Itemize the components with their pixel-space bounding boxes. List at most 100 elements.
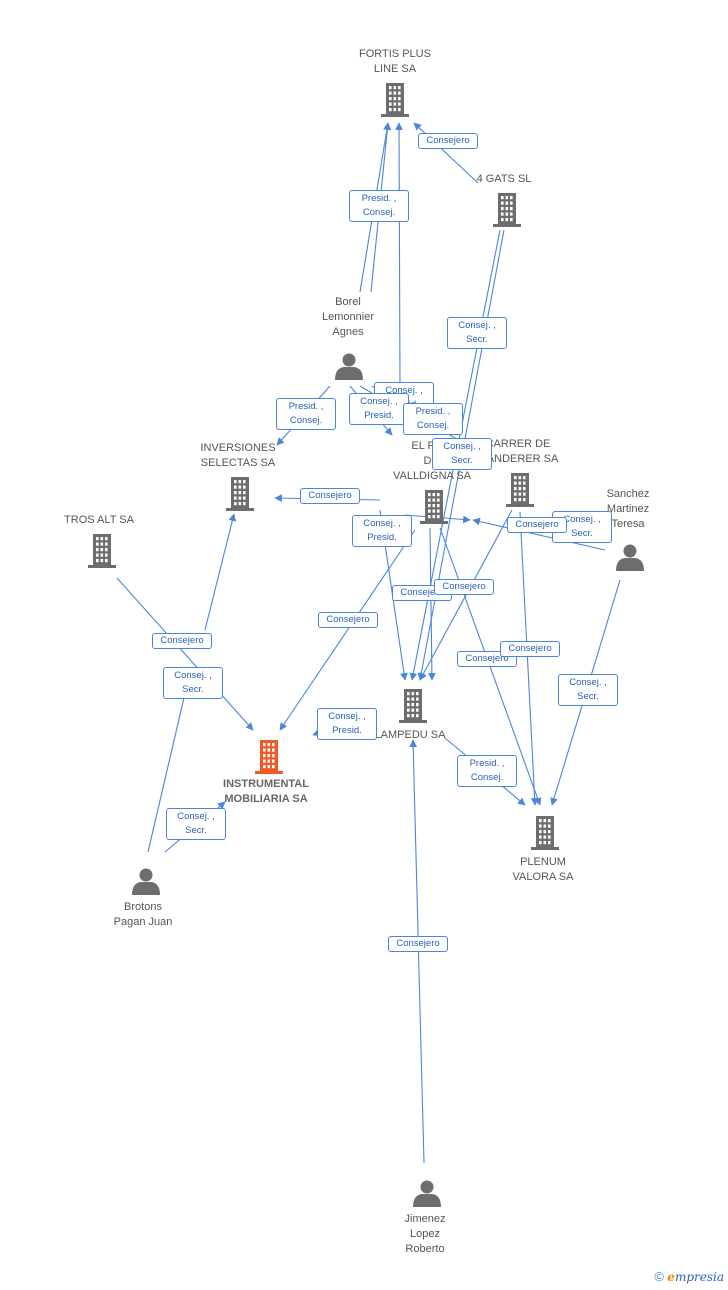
relation-label[interactable]: Consejero: [418, 133, 478, 149]
edge-12: [472, 517, 606, 551]
instrumental-label-line: MOBILIARIA SA: [224, 793, 308, 805]
edge-23: [519, 511, 539, 806]
relation-label-line: Consej.: [362, 207, 396, 218]
relation-label-line: Presid.: [364, 410, 394, 421]
relation-label-line: Consej.: [470, 772, 504, 783]
relation-label-line: Consejero: [400, 587, 444, 598]
relation-label-line: Consej. ,: [563, 514, 601, 525]
relation-label[interactable]: Consejero: [500, 641, 560, 657]
relation-label[interactable]: Consejero: [152, 633, 212, 649]
brotons-label-line: Pagan Juan: [113, 916, 173, 928]
relation-label[interactable]: Presid. ,Consej.: [403, 403, 463, 435]
footer-credit: © empresia: [654, 1269, 724, 1284]
lampedu-building-icon[interactable]: [399, 689, 427, 723]
relation-label-line: Consej. ,: [177, 811, 215, 822]
jimenez-label-line: Lopez: [410, 1228, 440, 1240]
lampedu-label[interactable]: LAMPEDU SA: [345, 728, 475, 743]
relation-label[interactable]: Consejero: [318, 612, 378, 628]
gats-label-line: 4 GATS SL: [476, 173, 532, 185]
edge-20: [428, 527, 436, 681]
jimenez-person-icon[interactable]: [413, 1180, 441, 1208]
relation-label-line: Presid.: [367, 532, 397, 543]
relation-label[interactable]: Consej. ,Presid.: [317, 708, 377, 740]
plenum-label-line: PLENUM: [520, 856, 566, 868]
relation-label-line: Secr.: [577, 691, 599, 702]
sanchez-label-line: Teresa: [611, 518, 645, 530]
relation-label-line: Consejero: [160, 635, 204, 646]
relation-label-line: Consej. ,: [328, 711, 366, 722]
copyright-icon: ©: [654, 1269, 664, 1284]
trosalt-building-icon[interactable]: [88, 534, 116, 568]
fortis-building-icon[interactable]: [381, 83, 409, 117]
relation-label-line: Consej. ,: [360, 396, 398, 407]
relation-label-line: Consejero: [442, 581, 486, 592]
relation-label[interactable]: Consejero: [434, 579, 494, 595]
carrer-label[interactable]: CARRER DE ...ANDERER SA: [453, 437, 583, 467]
borel-label-line: Agnes: [332, 326, 364, 338]
fortis-label-line: FORTIS PLUS: [359, 48, 431, 60]
brotons-label-line: Brotons: [124, 901, 162, 913]
relation-label-line: Consejero: [326, 614, 370, 625]
instrumental-label-line: INSTRUMENTAL: [223, 778, 309, 790]
edge-16: [147, 671, 193, 853]
relation-label[interactable]: Presid. ,Consej.: [457, 755, 517, 787]
plenum-label-line: VALORA SA: [512, 871, 574, 883]
inversiones-label-line: SELECTAS SA: [200, 457, 276, 469]
relation-label[interactable]: Consej. , Presid.: [349, 393, 409, 425]
carrer-building-icon[interactable]: [506, 473, 534, 507]
gats-label[interactable]: 4 GATS SL: [439, 172, 569, 187]
relation-label-line: Consejero: [508, 643, 552, 654]
instrumental-label[interactable]: INSTRUMENTAL MOBILIARIA SA: [201, 777, 331, 807]
empresia-logo[interactable]: empresia: [667, 1270, 724, 1284]
relation-label[interactable]: Consej. ,Secr.: [163, 667, 223, 699]
elpo-building-icon[interactable]: [420, 490, 448, 524]
inversiones-building-icon[interactable]: [226, 477, 254, 511]
gats-building-icon[interactable]: [493, 193, 521, 227]
relation-label[interactable]: Consej. ,Presid.: [352, 515, 412, 547]
relation-label-line: Presid. ,: [361, 193, 397, 204]
borel-label-line: Lemonnier: [322, 311, 374, 323]
relation-label-line: Presid. ,: [415, 406, 451, 417]
trosalt-label[interactable]: TROS ALT SA: [34, 513, 164, 528]
relation-label-line: Secr.: [451, 455, 473, 466]
sanchez-label-line: Martinez: [606, 503, 650, 515]
edge-15: [204, 513, 237, 631]
borel-label-line: Borel: [335, 296, 361, 308]
relation-label-line: Secr.: [571, 528, 593, 539]
plenum-label[interactable]: PLENUM VALORA SA: [478, 855, 608, 885]
relation-label[interactable]: Presid. , Consej.: [349, 190, 409, 222]
relation-label[interactable]: Consej. ,Secr.: [432, 438, 492, 470]
lampedu-label-line: LAMPEDU SA: [374, 729, 446, 741]
relation-label-line: Consej. ,: [569, 677, 607, 688]
elpo-label-line: VALLDIGNA SA: [392, 470, 472, 482]
relation-label-line: Consej. ,: [458, 320, 496, 331]
relation-label-line: Consejero: [426, 135, 470, 146]
relation-label[interactable]: Consej. ,Secr.: [166, 808, 226, 840]
carrer-label-line: ...ANDERER SA: [477, 453, 559, 465]
edge-18: [279, 529, 416, 731]
relation-label-line: Consejero: [515, 519, 559, 530]
plenum-building-icon[interactable]: [531, 816, 559, 850]
node-icons: [88, 83, 644, 1207]
borel-person-icon[interactable]: [335, 353, 363, 381]
trosalt-label-line: TROS ALT SA: [64, 514, 134, 526]
relation-label[interactable]: Consejero: [507, 517, 567, 533]
relation-label-line: Consejero: [465, 653, 509, 664]
relation-label[interactable]: Consejero: [300, 488, 360, 504]
relation-label[interactable]: Consej. , Secr.: [558, 674, 618, 706]
relation-label[interactable]: Consej. ,Secr.: [447, 317, 507, 349]
brotons-person-icon[interactable]: [132, 868, 160, 896]
relation-label[interactable]: Consejero: [388, 936, 448, 952]
relation-label-line: Consej. ,: [385, 385, 423, 396]
carrer-label-line: CARRER DE: [485, 438, 551, 450]
relation-label[interactable]: Presid. ,Consej.: [276, 398, 336, 430]
jimenez-label-line: Jimenez: [404, 1213, 446, 1225]
sanchez-person-icon[interactable]: [616, 544, 644, 572]
instrumental-building-icon[interactable]: [255, 740, 283, 774]
